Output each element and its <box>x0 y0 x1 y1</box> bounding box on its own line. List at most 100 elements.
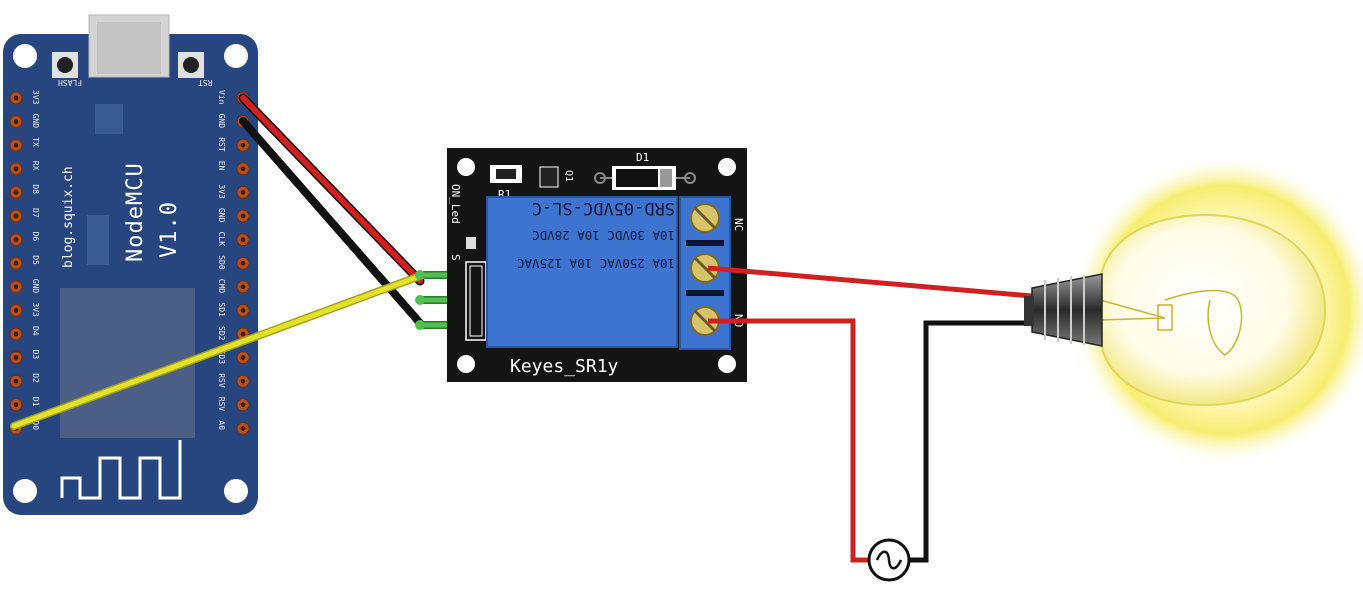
right-pin-hole <box>240 190 246 195</box>
board-site: blog.squix.ch <box>61 166 76 268</box>
rst-label: RST <box>198 78 213 87</box>
board-pcb <box>3 34 258 515</box>
signal-wires <box>10 93 470 430</box>
right-pin-label: EN <box>217 161 226 171</box>
left-pin-hole <box>13 95 19 101</box>
right-pin-hole <box>240 426 246 431</box>
wire-no-to-source <box>708 318 868 563</box>
mount-hole <box>457 355 475 373</box>
relay-rating-2: 10A 30VDC 10A 28VDC <box>532 228 675 243</box>
relay-module: R1 Q1 D1 ON_Led S SRD-05VDC-SL-C 10A 30V… <box>447 148 747 382</box>
mount-hole <box>13 44 37 68</box>
right-pin-label: Vin <box>217 90 226 105</box>
right-pin-header <box>236 91 250 435</box>
relay-header <box>465 261 487 341</box>
transistor-q1 <box>539 166 559 188</box>
left-pin-hole <box>13 284 19 290</box>
right-pin-hole <box>240 308 246 313</box>
wire-vin <box>240 95 423 284</box>
chip <box>87 215 109 265</box>
right-pin-label: SD2 <box>217 326 226 341</box>
mount-hole <box>457 158 475 176</box>
left-pin-label: D2 <box>31 373 40 383</box>
right-pin-label: CMD <box>217 279 226 294</box>
flash-label: FLASH <box>58 78 82 87</box>
light-bulb <box>1024 155 1363 465</box>
right-pin-labels: VinGNDRSTEN3V3GNDCLKSD0CMDSD1SD2SD3RSVRS… <box>217 90 226 430</box>
left-pin-label: GND <box>31 279 40 294</box>
esp-module <box>60 288 195 438</box>
label-s: S <box>449 254 462 261</box>
left-pin-hole <box>13 402 19 408</box>
right-pin-hole <box>240 260 246 266</box>
left-pin-hole <box>13 166 19 172</box>
left-pin-hole <box>13 119 19 124</box>
left-pin-label: D8 <box>31 184 40 194</box>
chip <box>95 104 123 134</box>
bulb-filament <box>1164 289 1243 356</box>
antenna-trace <box>60 440 182 500</box>
left-pin-header <box>9 91 23 435</box>
right-pin-label: RST <box>217 137 226 152</box>
label-nc: NC <box>732 218 745 231</box>
right-pin-label: GND <box>217 208 226 223</box>
left-pin-label: D5 <box>31 255 40 265</box>
mains-wires <box>707 265 1033 582</box>
left-pin-hole <box>13 355 19 360</box>
right-pin-label: CLK <box>217 232 226 247</box>
right-pin-hole <box>240 284 246 290</box>
status-led <box>466 237 476 249</box>
right-pin-label: SD3 <box>217 350 226 365</box>
bulb-base <box>1031 273 1103 347</box>
right-pin-hole <box>240 331 246 337</box>
bulb-glass <box>1099 213 1327 407</box>
label-q1: Q1 <box>563 170 574 182</box>
left-pin-hole <box>13 260 19 266</box>
left-pin-label: D7 <box>31 208 40 218</box>
left-pin-hole <box>13 237 19 242</box>
mount-hole <box>224 44 248 68</box>
mount-hole <box>718 355 736 373</box>
wire-com-to-bulb <box>707 265 1033 299</box>
left-pin-label: D1 <box>31 397 40 407</box>
left-pin-label: D0 <box>31 420 40 430</box>
right-pin-label: 3V3 <box>217 184 226 199</box>
label-d1: D1 <box>636 151 649 164</box>
left-pin-label: D4 <box>31 326 40 336</box>
right-pin-hole <box>240 237 246 242</box>
right-pin-label: A0 <box>217 420 226 430</box>
nodemcu-board: FLASH RST NodeMCU V1.0 blog.squix.ch 3V3… <box>3 14 258 515</box>
right-pin-label: RSV <box>217 397 226 412</box>
mount-hole <box>224 479 248 503</box>
left-pin-hole <box>13 331 19 337</box>
right-pin-hole <box>240 213 246 219</box>
left-pin-label: D6 <box>31 232 40 242</box>
label-on-led: ON_Led <box>449 184 462 224</box>
right-pin-hole <box>240 402 246 408</box>
left-pin-hole <box>13 142 19 148</box>
right-pin-label: RSV <box>217 373 226 388</box>
relay-body <box>486 196 678 348</box>
wire-neutral <box>910 320 1032 563</box>
left-pin-label: GND <box>31 114 40 129</box>
right-pin-hole <box>240 166 246 172</box>
right-pin-hole <box>240 355 246 360</box>
board-version: V1.0 <box>157 201 182 258</box>
wire-signal <box>11 273 423 429</box>
left-pin-hole <box>13 213 19 219</box>
left-pin-hole <box>13 190 19 195</box>
relay-brand: Keyes_SR1y <box>510 356 619 377</box>
right-pin-hole <box>240 378 246 384</box>
relay-rating-1: 10A 250VAC 10A 125VAC <box>517 256 675 271</box>
right-pin-label: GND <box>217 114 226 129</box>
left-pin-hole <box>13 378 19 384</box>
relay-model: SRD-05VDC-SL-C <box>532 198 675 218</box>
left-pin-label: D3 <box>31 350 40 360</box>
right-pin-hole <box>240 142 246 148</box>
left-pin-label: TX <box>31 137 40 147</box>
left-pin-label: 3V3 <box>31 90 40 105</box>
right-pin-label: SD0 <box>217 255 226 270</box>
left-pin-label: 3V3 <box>31 302 40 317</box>
